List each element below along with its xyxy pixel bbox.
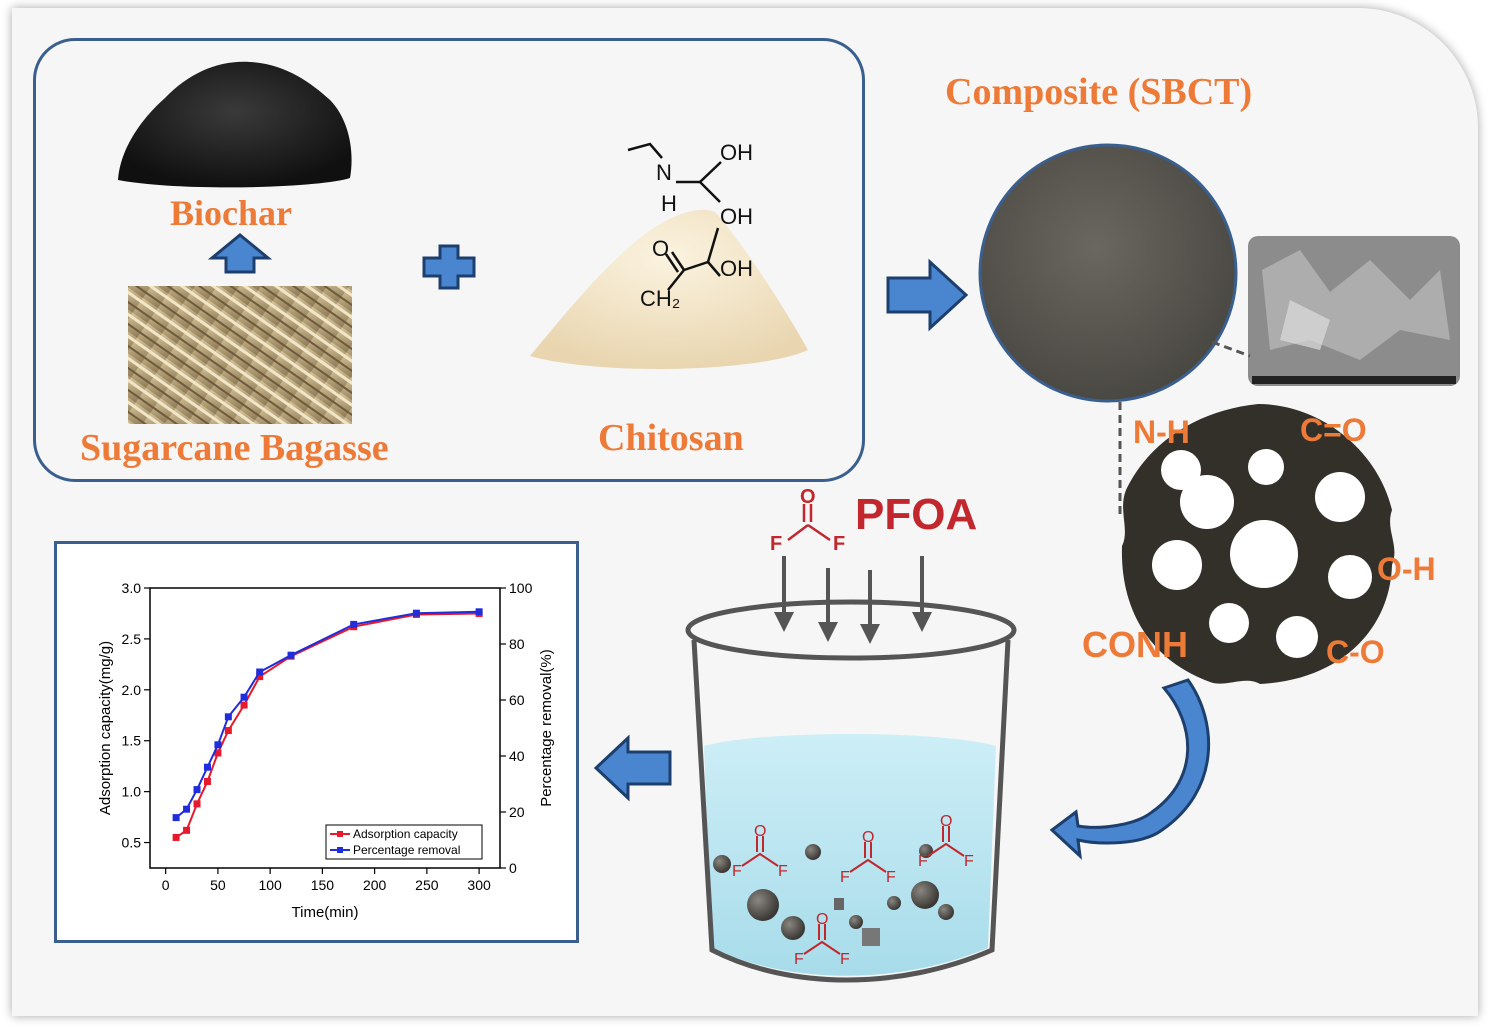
pfoa-top-o-label: O xyxy=(800,486,816,508)
arrow-up-icon xyxy=(212,235,268,272)
chitosan-h-label: H xyxy=(661,191,677,216)
functional-group-oh: O-H xyxy=(1377,551,1436,588)
functional-group-nh: N-H xyxy=(1133,414,1190,451)
composite-powder-image xyxy=(980,145,1236,401)
bagasse-image xyxy=(128,286,352,424)
pfoa-water-f-4a: F xyxy=(794,951,804,968)
pfoa-water-o-3: O xyxy=(940,813,952,830)
biochar-pile-image xyxy=(118,62,352,188)
chitosan-label: Chitosan xyxy=(598,416,744,460)
functional-group-c-double-o: C=O xyxy=(1300,412,1367,449)
composite-label: Composite (SBCT) xyxy=(945,70,1252,114)
pfoa-top-f-left-label: F xyxy=(770,533,782,555)
pfoa-water-f-2b: F xyxy=(886,869,896,886)
pfoa-water-f-3b: F xyxy=(964,853,974,870)
kinetics-chart-frame xyxy=(54,541,579,943)
pfoa-top-f-right-label: F xyxy=(833,533,845,555)
chitosan-oh2-label: OH xyxy=(720,204,753,229)
curved-arrow-icon xyxy=(1052,680,1209,856)
beaker-rim xyxy=(688,602,1014,658)
pfoa-water-f-1a: F xyxy=(732,863,742,880)
chitosan-n-label: N xyxy=(656,160,672,185)
pfoa-water-f-3a: F xyxy=(918,853,928,870)
functional-group-conh: CONH xyxy=(1082,624,1188,666)
biochar-label: Biochar xyxy=(170,192,292,234)
arrow-right-icon xyxy=(888,262,966,328)
chitosan-oh3-label: OH xyxy=(720,256,753,281)
pfoa-water-o-1: O xyxy=(754,823,766,840)
arrow-left-icon xyxy=(596,738,670,798)
pfoa-label: PFOA xyxy=(855,490,977,540)
pfoa-water-o-4: O xyxy=(816,911,828,928)
plus-icon xyxy=(424,246,474,288)
pfoa-water-o-2: O xyxy=(862,829,874,846)
chitosan-ch2-label: CH₂ xyxy=(640,286,680,311)
bagasse-label: Sugarcane Bagasse xyxy=(80,426,389,470)
pfoa-water-f-1b: F xyxy=(778,863,788,880)
chitosan-o-label: O xyxy=(652,236,669,261)
chitosan-oh1-label: OH xyxy=(720,140,753,165)
functional-group-c-o: C-O xyxy=(1326,634,1385,671)
pfoa-molecule-top xyxy=(788,504,830,540)
pfoa-water-f-4b: F xyxy=(840,951,850,968)
water xyxy=(704,734,996,976)
pfoa-water-f-2a: F xyxy=(840,869,850,886)
